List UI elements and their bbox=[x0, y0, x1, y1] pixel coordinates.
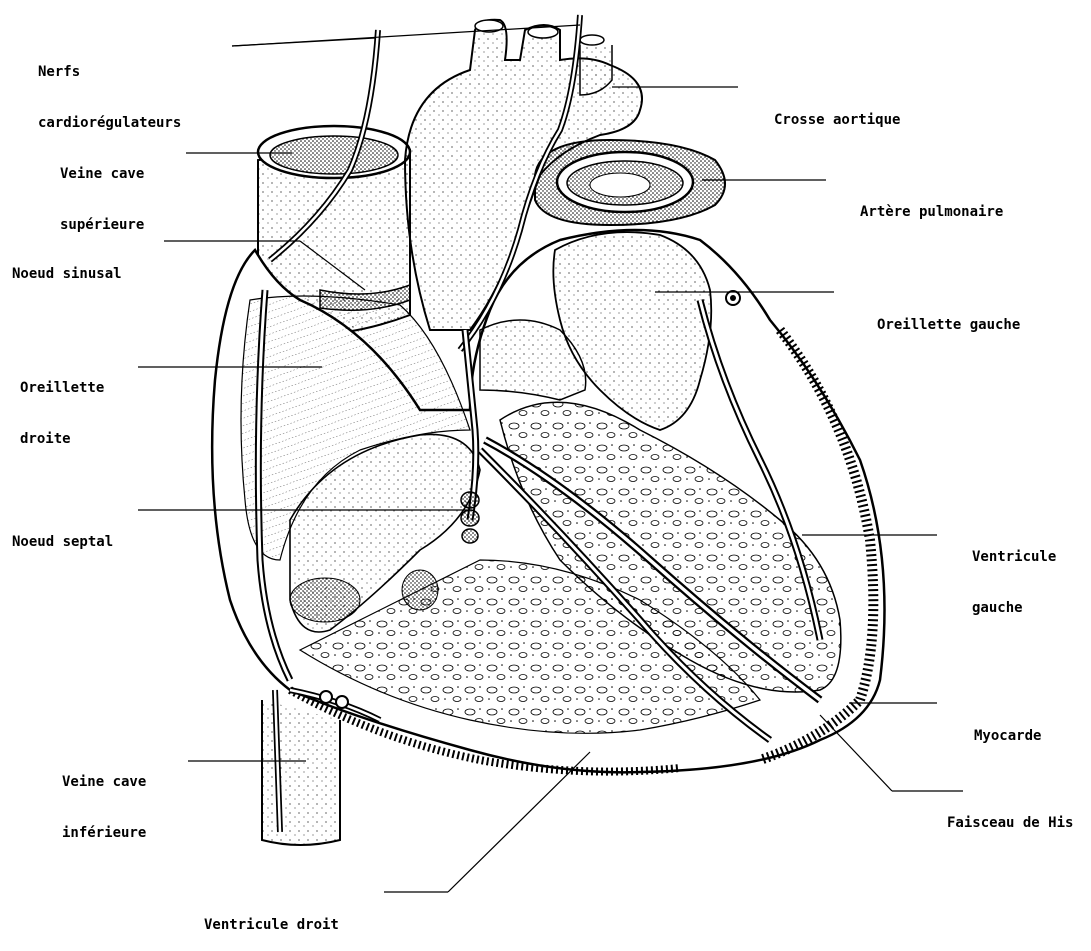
heart-body bbox=[212, 230, 884, 772]
pulmonary-artery bbox=[535, 140, 725, 225]
inferior-vena-cava bbox=[262, 690, 340, 845]
septal-node bbox=[461, 492, 479, 543]
heart-diagram: Nerfs cardiorégulateurs Veine cave supér… bbox=[0, 0, 1091, 908]
label-crosse-aortique: Crosse aortique bbox=[774, 78, 900, 146]
label-oreillette-gauche: Oreillette gauche bbox=[877, 283, 1020, 351]
label-faisceau-de-his: Faisceau de His bbox=[947, 781, 1073, 849]
label-noeud-sinusal: Noeud sinusal bbox=[12, 232, 122, 300]
label-veine-cave-inferieure: Veine cave inférieure bbox=[62, 740, 146, 859]
label-noeud-septal: Noeud septal bbox=[12, 500, 113, 568]
label-artere-pulmonaire: Artère pulmonaire bbox=[860, 170, 1003, 238]
leader-faisceau-his-b bbox=[820, 715, 892, 791]
label-ventricule-droit: Ventricule droit bbox=[204, 883, 339, 951]
label-oreillette-droite: Oreillette droite bbox=[20, 346, 104, 465]
leader-ventricule-droit-b bbox=[448, 752, 590, 892]
label-ventricule-gauche: Ventricule gauche bbox=[972, 515, 1056, 634]
label-myocarde: Myocarde bbox=[974, 694, 1041, 762]
